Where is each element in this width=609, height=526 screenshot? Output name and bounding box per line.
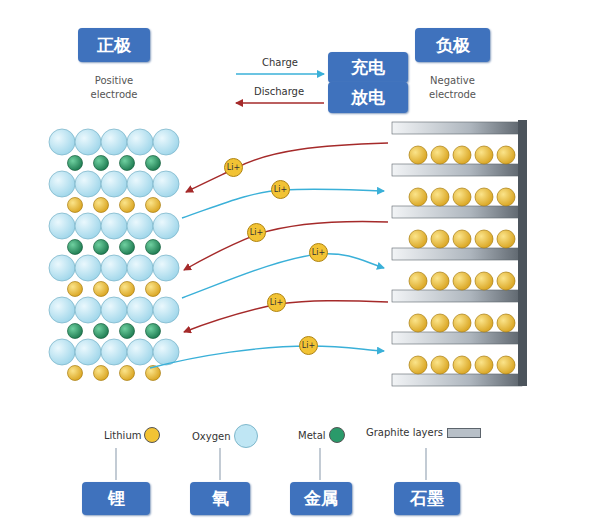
box-text: 充电 (351, 56, 385, 79)
ion-circle: Li+ (267, 293, 286, 312)
box-fill: 氧 (190, 482, 250, 515)
charge-arrow (236, 73, 324, 75)
electrode-caption: Negative electrode (422, 74, 484, 101)
legend-text: Oxygen (192, 431, 231, 442)
legend-entry: Graphite layers (366, 427, 481, 438)
ion-paths (150, 143, 388, 368)
ion-circle: Li+ (247, 223, 266, 242)
discharge-arrow (236, 102, 324, 104)
legend-swatch (234, 424, 258, 448)
lithium-ion: Li+ (302, 341, 315, 350)
box-text: 负极 (436, 34, 470, 57)
label-box: 充电 (328, 52, 408, 83)
lithium-ion: Li+ (250, 228, 263, 237)
legend-entry: Metal (298, 427, 345, 443)
box-fill: 放电 (328, 82, 408, 113)
box-text: 正极 (97, 34, 131, 57)
box-text: 石墨 (410, 487, 444, 510)
lithium-ion: Li+ (270, 298, 283, 307)
legend-entry: Lithium (104, 427, 160, 443)
arrow-label: Charge (262, 57, 298, 68)
box-fill: 石墨 (394, 482, 460, 515)
box-text: 放电 (351, 86, 385, 109)
ion-circle: Li+ (224, 158, 243, 177)
graphite-anode (392, 120, 527, 386)
legend-entry: Oxygen (192, 424, 258, 448)
legend-swatch (447, 428, 481, 438)
legend-text: Lithium (104, 430, 141, 441)
lithium-ion: Li+ (274, 185, 287, 194)
label-box: 石墨 (394, 482, 460, 515)
box-fill: 正极 (78, 28, 150, 62)
box-fill: 金属 (290, 482, 352, 515)
legend-text: Graphite layers (366, 427, 443, 438)
ion-circle: Li+ (309, 243, 328, 262)
box-text: 金属 (304, 487, 338, 510)
box-fill: 负极 (415, 28, 490, 62)
lithium-ion: Li+ (227, 163, 240, 172)
leader-lines (116, 448, 426, 480)
label-box: 放电 (328, 82, 408, 113)
box-fill: 锂 (82, 482, 150, 515)
label-box: 锂 (82, 482, 150, 515)
arrow-label: Discharge (254, 86, 304, 97)
box-text: 锂 (108, 487, 125, 510)
label-box: 金属 (290, 482, 352, 515)
legend-swatch (329, 427, 345, 443)
legend-text: Metal (298, 430, 326, 441)
legend-swatch (144, 427, 160, 443)
label-box: 正极Positive electrode (78, 28, 150, 62)
label-box: 氧 (190, 482, 250, 515)
label-box: 负极Negative electrode (415, 28, 490, 62)
ion-circle: Li+ (271, 180, 290, 199)
box-text: 氧 (212, 487, 229, 510)
cathode-lattice (49, 129, 179, 381)
box-fill: 充电 (328, 52, 408, 83)
lithium-ion: Li+ (312, 248, 325, 257)
electrode-caption: Positive electrode (83, 74, 145, 101)
ion-circle: Li+ (299, 336, 318, 355)
